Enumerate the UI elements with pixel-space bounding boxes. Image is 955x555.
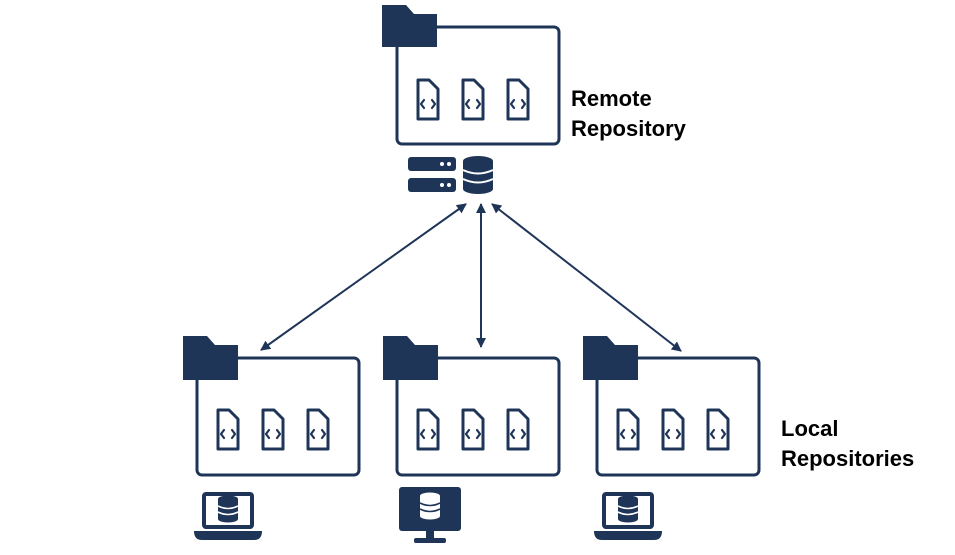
laptop-icon [194, 492, 262, 540]
folder-icon [383, 336, 561, 477]
local-label-line1: Local [781, 416, 839, 441]
code-file-icon [306, 408, 330, 451]
code-file-icon [706, 408, 730, 451]
arrow-left [260, 203, 467, 351]
folder-icon [583, 336, 761, 477]
database-icon [217, 495, 239, 523]
arrow-right [491, 203, 682, 352]
database-icon [419, 492, 441, 520]
code-file-icon [416, 78, 440, 121]
code-file-icon [616, 408, 640, 451]
sync-arrows [260, 203, 682, 352]
local-repository [383, 336, 561, 543]
remote-label-line2: Repository [571, 116, 686, 141]
remote-repository-label: Remote Repository [571, 84, 686, 144]
database-icon [462, 156, 494, 194]
laptop-icon [594, 492, 662, 540]
database-icon [617, 495, 639, 523]
local-repository [583, 336, 761, 540]
folder-icon [382, 5, 561, 146]
code-file-icon [506, 408, 530, 451]
local-repositories-label: Local Repositories [781, 414, 914, 474]
code-file-icon [261, 408, 285, 451]
code-file-icon [461, 78, 485, 121]
code-file-icon [416, 408, 440, 451]
server-rack-icon [408, 157, 456, 192]
remote-repository [382, 5, 561, 194]
folder-icon [183, 336, 361, 477]
local-repository [183, 336, 361, 540]
code-file-icon [661, 408, 685, 451]
code-file-icon [461, 408, 485, 451]
code-file-icon [506, 78, 530, 121]
local-label-line2: Repositories [781, 446, 915, 471]
remote-label-line1: Remote [571, 86, 652, 111]
code-file-icon [216, 408, 240, 451]
